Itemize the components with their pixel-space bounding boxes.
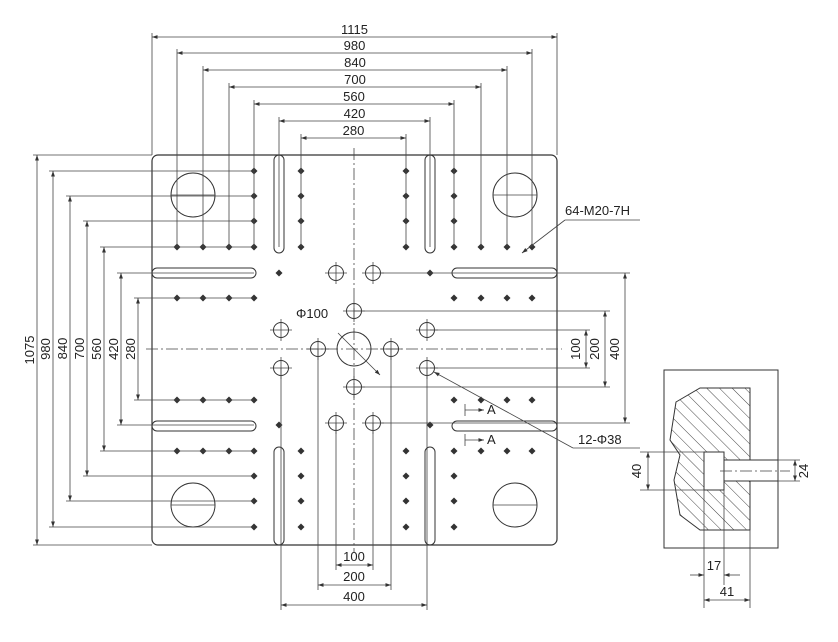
threaded-hole	[297, 497, 305, 505]
threaded-hole	[402, 472, 410, 480]
right-dim-100: 100	[568, 338, 583, 360]
threaded-hole	[402, 447, 410, 455]
threaded-hole	[450, 497, 458, 505]
threaded-holes-callout: 64-M20-7H	[565, 203, 630, 218]
bottom-dimensions: 100 200 400	[280, 349, 428, 610]
center-holes	[336, 331, 381, 376]
section-mark-lower: A	[487, 432, 496, 447]
top-dim-label: 1115	[341, 22, 368, 37]
t-slot-left-lower	[151, 420, 257, 432]
center-hole-callout: Φ100	[296, 306, 328, 321]
left-dim-label: 700	[72, 338, 87, 360]
bottom-dim-400: 400	[343, 589, 365, 604]
right-dim-400: 400	[607, 338, 622, 360]
section-dim-40: 40	[629, 464, 644, 478]
threaded-hole	[450, 396, 458, 404]
t-slot-right-lower	[451, 420, 558, 432]
threaded-hole	[402, 497, 410, 505]
left-dim-label: 280	[123, 338, 138, 360]
top-dim-label: 980	[344, 38, 366, 53]
threaded-hole	[297, 472, 305, 480]
top-dim-label: 840	[344, 55, 366, 70]
threaded-hole	[297, 523, 305, 531]
threaded-hole	[477, 294, 485, 302]
top-dim-label: 280	[343, 123, 365, 138]
right-dimensions: 100 200 400	[354, 272, 630, 424]
bottom-dim-200: 200	[343, 569, 365, 584]
top-dim-label: 560	[343, 89, 365, 104]
left-dim-label: 560	[89, 338, 104, 360]
threaded-hole	[528, 447, 536, 455]
top-dim-label: 420	[344, 106, 366, 121]
threaded-hole	[477, 447, 485, 455]
right-dim-200: 200	[587, 338, 602, 360]
threaded-hole	[503, 447, 511, 455]
top-dim-label: 700	[344, 72, 366, 87]
threaded-hole	[450, 523, 458, 531]
bottom-dim-100: 100	[343, 549, 365, 564]
section-dim-17: 17	[707, 558, 721, 573]
section-dim-24: 24	[796, 464, 811, 478]
threaded-hole	[402, 523, 410, 531]
tie-bar-holes	[170, 172, 538, 528]
section-slot-channel	[723, 459, 779, 482]
threaded-hole	[450, 447, 458, 455]
threaded-hole	[450, 294, 458, 302]
t-slot-section-view: 40 24 17 41	[629, 369, 811, 608]
threaded-hole	[503, 396, 511, 404]
left-dim-label: 840	[55, 338, 70, 360]
left-dim-label: 1075	[22, 336, 37, 365]
section-dim-41: 41	[720, 584, 734, 599]
threaded-hole	[450, 472, 458, 480]
threaded-hole	[528, 396, 536, 404]
threaded-hole	[297, 447, 305, 455]
center-hole	[336, 331, 372, 367]
section-frame	[663, 369, 779, 549]
left-dim-label: 980	[38, 338, 53, 360]
ejector-holes-callout: 12-Φ38	[578, 432, 622, 447]
t-slot-bottom-right	[424, 446, 436, 546]
threaded-hole	[275, 269, 283, 277]
threaded-hole	[528, 294, 536, 302]
section-mark-upper: A	[487, 402, 496, 417]
callouts: Φ100 64-M20-7H 12-Φ38 A A	[296, 203, 640, 449]
t-slot-bottom-left	[273, 446, 285, 546]
left-dim-label: 420	[106, 338, 121, 360]
threaded-hole	[503, 294, 511, 302]
